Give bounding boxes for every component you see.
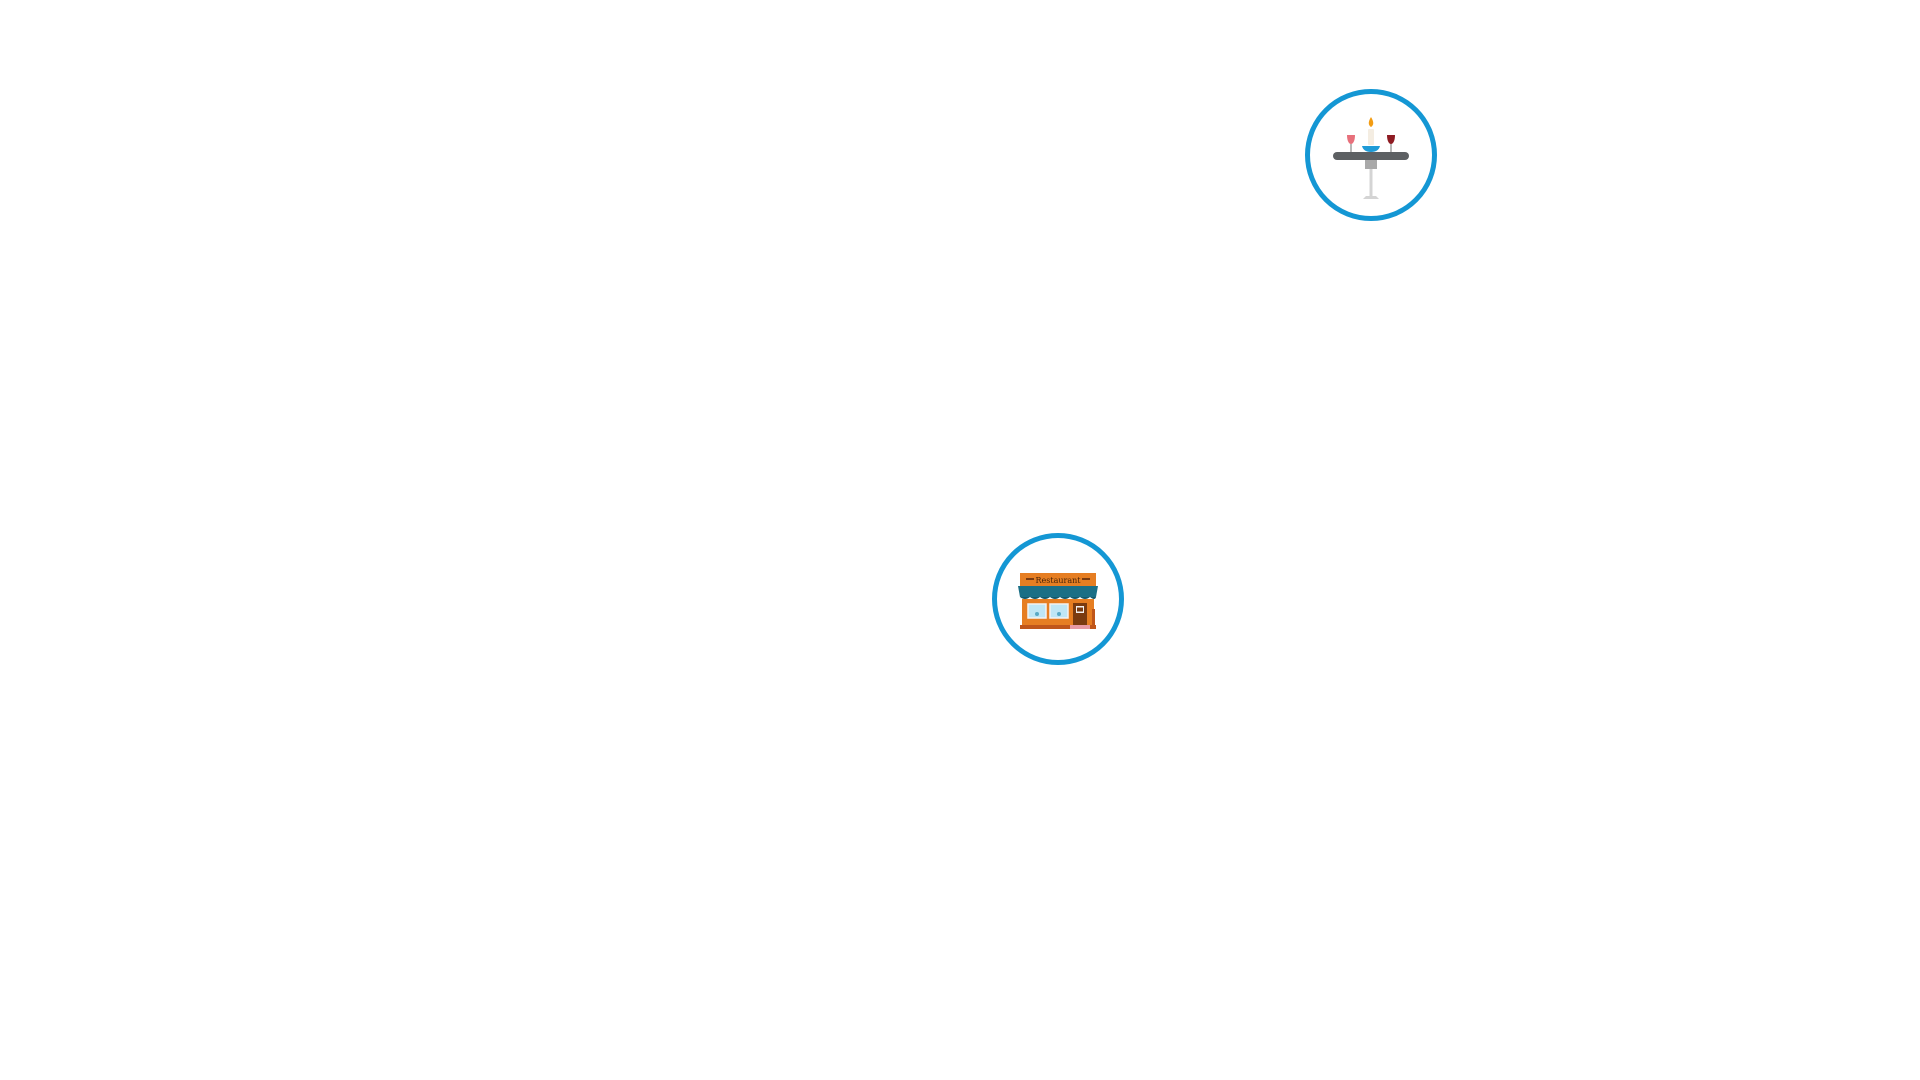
- dining-table-icon: [1333, 117, 1409, 199]
- restaurant-storefront-icon: Restaurant: [1018, 573, 1098, 629]
- restaurant-node[interactable]: Restaurant: [992, 533, 1124, 665]
- sign-text: Restaurant: [1036, 576, 1082, 585]
- dining-table-node[interactable]: [1305, 89, 1437, 221]
